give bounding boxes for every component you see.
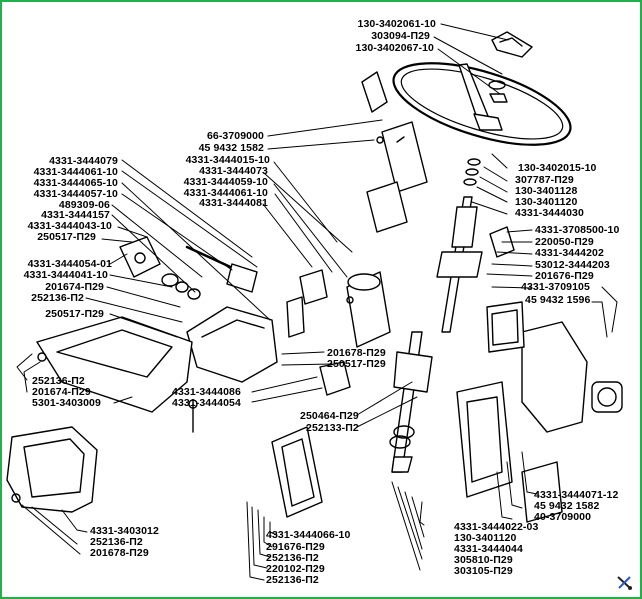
part-label: 130-3401120 [515,196,578,208]
part-label: 45 9432 1582 [198,142,264,154]
part-label: 250517-П29 [327,358,386,370]
lower-cover [271,426,323,518]
part-label: 5301-3403009 [32,397,101,409]
steering-shaft [436,196,483,333]
adjustment-knob [319,361,351,396]
horn-cap [491,31,533,58]
leader-lines [16,23,618,581]
steering-wheel [392,62,572,146]
part-label: 201674-П29 [32,386,91,398]
part-label: 303105-П29 [454,565,513,577]
part-label: 291676-П29 [266,541,325,553]
part-label: 201676-П29 [535,270,594,282]
part-label: 4331-3444086 [172,386,241,398]
part-label: 53012-3444203 [535,259,610,271]
part-label: 4331-3444071-12 [534,489,619,501]
ignition-switch [591,381,623,413]
part-label: 4331-3444044 [454,543,523,555]
part-label: 45 9432 1596 [525,294,591,306]
part-label: 45 9432 1582 [534,500,600,512]
switch-housing [521,321,588,433]
part-label: 4331-3444202 [535,247,604,259]
part-label: 307787-П29 [515,174,574,186]
part-label: 66-3709000 [206,130,264,142]
part-label: 4331-3444057-10 [33,188,118,200]
part-label: 303094-П29 [371,30,430,42]
part-label: 250517-П29 [45,308,104,320]
part-label: 252136-П2 [266,574,319,586]
part-label: 4331-3444157 [41,209,110,221]
wheel-nut [488,80,506,90]
part-label: 4331-3444015-10 [185,154,270,166]
part-label: 4331-3444061-10 [183,187,268,199]
part-label: 220102-П29 [266,563,325,575]
part-label: 252136-П2 [90,536,143,548]
part-label: 250464-П29 [300,410,359,422]
part-label: 250517-П29 [37,231,96,243]
part-label: 4331-3444043-10 [27,220,112,232]
part-label: 220050-П29 [535,236,594,248]
part-label: 4331-3444041-10 [23,269,108,281]
part-label: 305810-П29 [454,554,513,566]
part-label: 4331-3444061-10 [33,166,118,178]
part-label: 4331-3444054-01 [27,258,112,270]
part-label: 4331-3708500-10 [535,224,620,236]
part-label: 201678-П29 [327,347,386,359]
part-label: 4331-3403012 [90,525,159,537]
part-label: 4331-3444054 [172,397,241,409]
part-label: 4331-3444065-10 [33,177,118,189]
part-label: 4331-3444081 [199,197,268,209]
part-label: 4331-3444079 [49,155,118,167]
part-label: 130-3401128 [515,185,578,197]
part-label: 130-3402067-10 [355,42,434,54]
part-label: 4331-3444022-03 [454,521,539,533]
part-label: 252136-П2 [31,292,84,304]
part-label: 201678-П29 [90,547,149,559]
part-label: 489309-06 [58,199,110,211]
part-label: 40-3709000 [534,511,592,523]
part-label: 130-3402061-10 [357,18,436,30]
floor-boot [6,426,98,513]
part-label: 4331-3444073 [199,165,268,177]
part-label: 4331-3444066-10 [266,529,351,541]
part-label: 4331-3444059-10 [183,176,268,188]
part-label: 252136-П2 [32,375,85,387]
pedal-bracket [186,306,278,383]
part-label: 4331-3444030 [515,207,584,219]
part-label: 130-3402015-10 [518,162,597,174]
part-label: 201674-П29 [45,281,104,293]
tools-icon [617,576,632,590]
part-label: 252133-П2 [306,422,359,434]
part-label: 4331-3709105 [521,281,590,293]
part-label: 252136-П2 [266,552,319,564]
part-label: 130-3401120 [454,532,517,544]
